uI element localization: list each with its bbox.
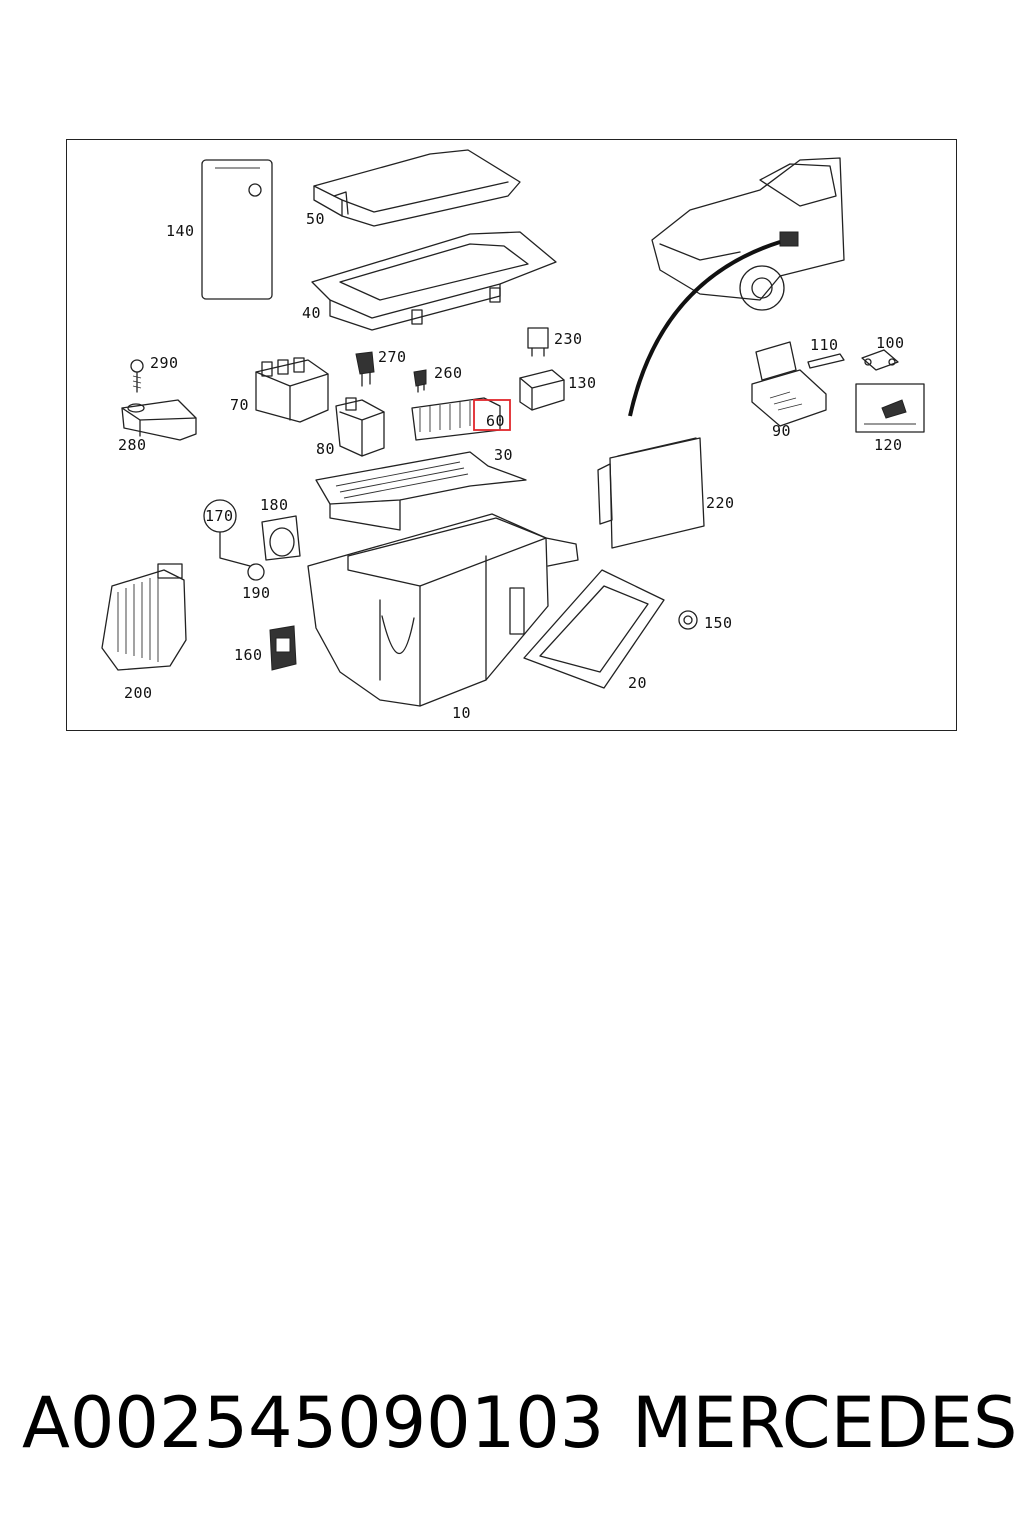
part-140-label-sheet <box>201 159 273 300</box>
label-200: 200 <box>124 684 153 702</box>
label-260: 260 <box>434 364 463 382</box>
label-220: 220 <box>706 494 735 512</box>
label-130: 130 <box>568 374 597 392</box>
part-50-cover <box>313 149 521 227</box>
part-130-connector <box>519 369 565 411</box>
part-170-callout <box>203 499 251 567</box>
part-180-grommet <box>261 515 301 561</box>
label-70: 70 <box>230 396 249 414</box>
label-120: 120 <box>874 436 903 454</box>
label-160: 160 <box>234 646 263 664</box>
vehicle-illustration <box>628 157 845 417</box>
label-100: 100 <box>876 334 905 352</box>
footer: A002545090103 MERCEDES <box>0 1378 1024 1468</box>
part-230-relay <box>527 327 549 357</box>
label-40: 40 <box>302 304 321 322</box>
parts-diagram: 140 50 40 290 280 70 270 260 80 60 230 1… <box>101 149 925 722</box>
label-270: 270 <box>378 348 407 366</box>
part-290-screw <box>130 359 144 393</box>
part-190-plug <box>247 563 265 581</box>
label-280: 280 <box>118 436 147 454</box>
label-30: 30 <box>494 446 513 464</box>
highlight-box <box>473 399 511 431</box>
label-170: 170 <box>205 507 234 525</box>
part-150-nut <box>678 610 698 630</box>
label-150: 150 <box>704 614 733 632</box>
label-90: 90 <box>772 422 791 440</box>
part-90-fuse-box <box>751 341 827 427</box>
label-180: 180 <box>260 496 289 514</box>
part-20-gasket <box>523 569 665 689</box>
part-number: A002545090103 <box>22 1382 605 1464</box>
part-70-relay-block <box>255 357 329 423</box>
label-230: 230 <box>554 330 583 348</box>
label-190: 190 <box>242 584 271 602</box>
label-140: 140 <box>166 222 195 240</box>
part-10-housing <box>307 513 579 707</box>
part-270-fuse <box>355 351 375 387</box>
label-110: 110 <box>810 336 839 354</box>
part-80-relay-holder <box>335 397 385 457</box>
part-160-clip <box>269 625 297 671</box>
part-260-fuse <box>413 369 427 393</box>
part-120-label-card <box>855 383 925 433</box>
part-280-bracket <box>121 399 197 441</box>
label-290: 290 <box>150 354 179 372</box>
part-30-fuse-carrier <box>315 451 527 531</box>
label-60: 60 <box>486 412 505 430</box>
brand-name: MERCEDES <box>632 1382 1018 1464</box>
label-50: 50 <box>306 210 325 228</box>
label-10: 10 <box>452 704 471 722</box>
part-110-strip <box>807 353 845 369</box>
part-220-module <box>597 437 705 549</box>
label-80: 80 <box>316 440 335 458</box>
label-20: 20 <box>628 674 647 692</box>
part-200-control-unit <box>101 563 187 671</box>
part-100-clip <box>861 349 899 371</box>
part-40-frame <box>311 231 557 331</box>
